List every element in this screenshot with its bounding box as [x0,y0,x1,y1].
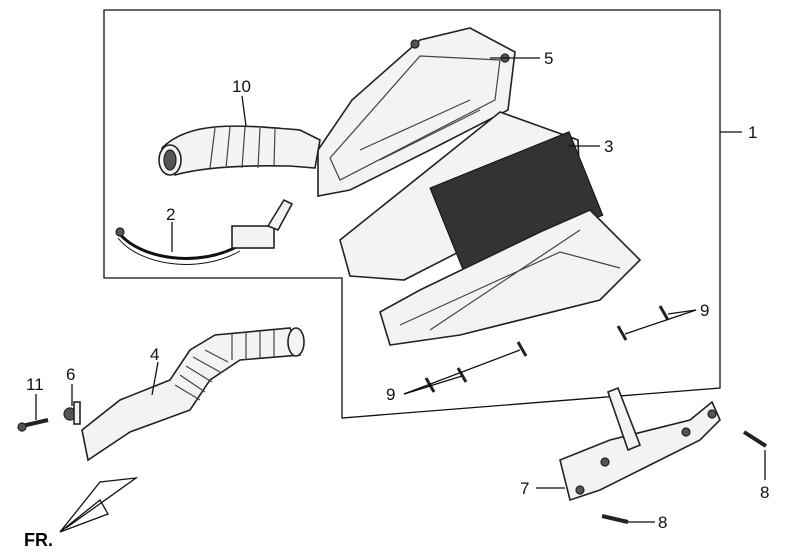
callout-7: 7 [520,479,529,498]
part-grommet [63,401,81,425]
front-direction-arrow [59,477,139,533]
screw-group-9 [424,305,670,393]
callout-5: 5 [544,49,553,68]
callout-10: 10 [232,77,251,96]
leader-9-upper-b [624,309,697,335]
callout-1: 1 [748,123,757,142]
screw-hole [410,39,420,49]
callout-8-right: 8 [760,483,769,502]
callout-4: 4 [150,345,159,364]
callout-6: 6 [66,365,75,384]
part-air-cleaner-lower-case [379,209,642,346]
part-breather-hose [115,198,294,265]
callout-11: 11 [26,375,44,394]
callout-3: 3 [604,137,613,156]
leader-10 [241,95,247,127]
part-bracket [559,386,721,502]
leader-9-upper-a [667,309,697,315]
front-label: FR. [24,530,53,550]
part-intake-duct [158,125,321,176]
part-air-filter-element [339,111,604,281]
part-air-cleaner-case [317,27,516,197]
leader-4 [151,361,159,396]
part-air-duct [81,327,305,462]
callout-9-lower: 9 [386,385,395,404]
assembly-1-boundary [103,9,721,419]
part-bolt-11 [17,418,49,432]
callout-8-bottom: 8 [658,513,667,532]
callout-2: 2 [166,205,175,224]
bolt-group-8 [601,430,768,524]
callout-9-upper: 9 [700,301,709,320]
leader-9-lower-c [403,349,521,395]
